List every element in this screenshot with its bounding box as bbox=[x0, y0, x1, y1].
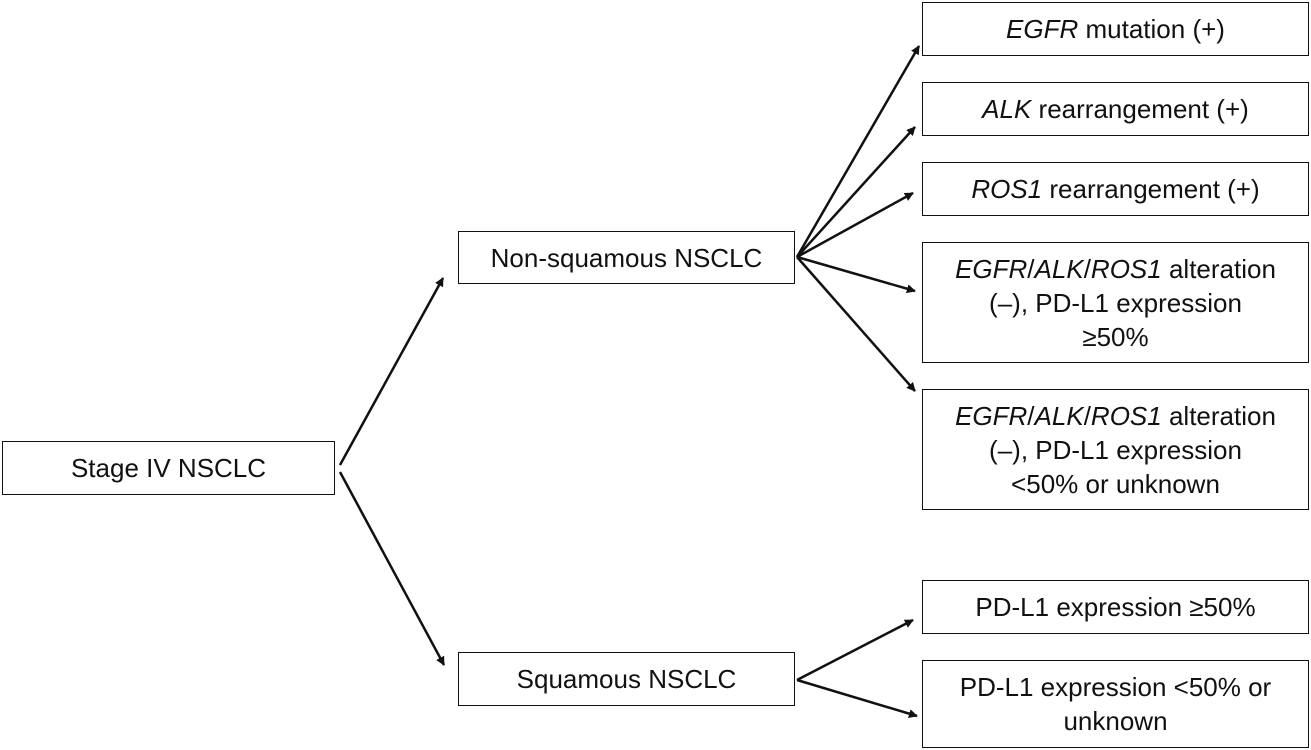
edge-nonsquamous-to-neg_low bbox=[796, 256, 916, 392]
node-ros1-rearrangement: ROS1 rearrangement (+) bbox=[922, 162, 1309, 216]
node-label-line3: ≥50% bbox=[1082, 321, 1149, 352]
gene-name: ALK bbox=[1034, 400, 1084, 431]
edge-root-to-squamous bbox=[338, 471, 446, 666]
node-label: EGFR/ALK/ROS1 alteration (–), PD-L1 expr… bbox=[955, 252, 1276, 354]
node-label-line2: (–), PD-L1 expression bbox=[989, 434, 1242, 465]
gene-name: EGFR bbox=[955, 253, 1028, 284]
gene-name: ALK bbox=[1034, 253, 1084, 284]
node-label-line1: EGFR/ALK/ROS1 alteration bbox=[955, 399, 1276, 433]
edge-nonsquamous-to-alk bbox=[796, 126, 916, 258]
node-egfr-mutation: EGFR mutation (+) bbox=[922, 2, 1309, 56]
node-label: ROS1 rearrangement (+) bbox=[971, 172, 1259, 206]
edge-root-to-nonsquamous bbox=[338, 277, 445, 466]
separator: / bbox=[1027, 253, 1035, 284]
edge-squamous-to-sq_low bbox=[796, 678, 918, 718]
node-non-squamous-nsclc: Non-squamous NSCLC bbox=[458, 231, 795, 284]
node-label: PD-L1 expression ≥50% bbox=[975, 592, 1256, 622]
edge-nonsquamous-to-egfr bbox=[795, 45, 921, 258]
node-label: EGFR mutation (+) bbox=[1006, 12, 1225, 46]
node-alteration-negative-pdl1-low: EGFR/ALK/ROS1 alteration (–), PD-L1 expr… bbox=[922, 389, 1309, 510]
node-label-rest: rearrangement (+) bbox=[1042, 174, 1260, 204]
node-label: ALK rearrangement (+) bbox=[982, 92, 1249, 126]
edge-squamous-to-sq_high bbox=[796, 618, 914, 682]
node-label: Non-squamous NSCLC bbox=[490, 242, 763, 273]
gene-name: EGFR bbox=[955, 400, 1028, 431]
node-label-line3: <50% or unknown bbox=[1011, 468, 1220, 499]
separator: / bbox=[1083, 253, 1091, 284]
node-squamous-nsclc: Squamous NSCLC bbox=[458, 652, 795, 706]
node-alteration-negative-pdl1-high: EGFR/ALK/ROS1 alteration (–), PD-L1 expr… bbox=[922, 242, 1309, 363]
node-label-rest: alteration bbox=[1161, 400, 1276, 431]
node-label: EGFR/ALK/ROS1 alteration (–), PD-L1 expr… bbox=[955, 399, 1276, 501]
edge-nonsquamous-to-neg_high bbox=[796, 255, 916, 294]
node-label-rest: rearrangement (+) bbox=[1031, 94, 1249, 124]
node-stage-iv-nsclc: Stage IV NSCLC bbox=[2, 441, 335, 495]
node-label-rest: alteration bbox=[1161, 253, 1276, 284]
node-label-line2: unknown bbox=[1063, 706, 1168, 736]
node-pdl1-high: PD-L1 expression ≥50% bbox=[922, 580, 1309, 634]
node-alk-rearrangement: ALK rearrangement (+) bbox=[922, 82, 1309, 136]
gene-name: ROS1 bbox=[971, 174, 1043, 204]
gene-name: ROS1 bbox=[1090, 253, 1162, 284]
node-label: Squamous NSCLC bbox=[516, 664, 737, 694]
node-label-line1: PD-L1 expression <50% or bbox=[959, 672, 1272, 702]
separator: / bbox=[1083, 400, 1091, 431]
gene-name: EGFR bbox=[1006, 14, 1079, 44]
gene-name: ROS1 bbox=[1090, 400, 1162, 431]
gene-name: ALK bbox=[982, 94, 1032, 124]
node-label-line2: (–), PD-L1 expression bbox=[989, 287, 1242, 318]
separator: / bbox=[1027, 400, 1035, 431]
node-label: Stage IV NSCLC bbox=[70, 453, 267, 483]
node-label-line1: EGFR/ALK/ROS1 alteration bbox=[955, 252, 1276, 286]
node-label-rest: mutation (+) bbox=[1078, 14, 1225, 44]
edge-nonsquamous-to-ros1 bbox=[796, 191, 914, 259]
node-label: PD-L1 expression <50% or unknown bbox=[960, 670, 1271, 738]
node-pdl1-low: PD-L1 expression <50% or unknown bbox=[922, 660, 1309, 748]
